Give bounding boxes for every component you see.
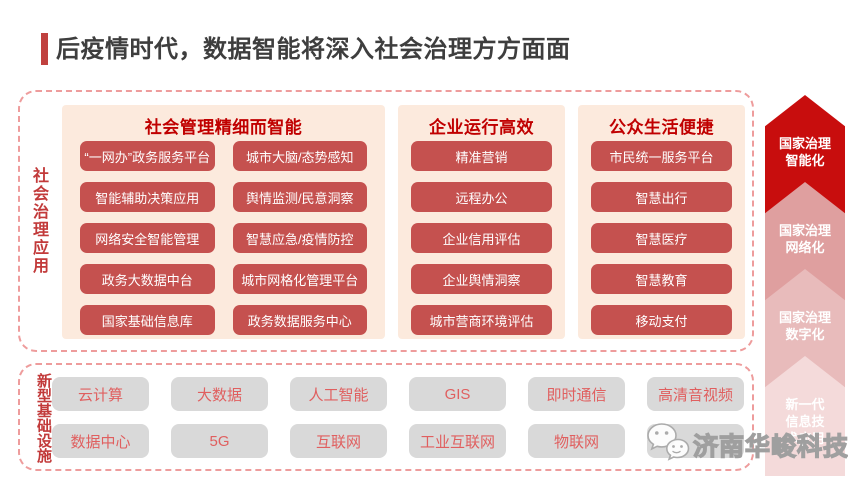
- app-item: 远程办公: [411, 182, 552, 212]
- chevron-label: 国家治理 网络化: [778, 223, 831, 255]
- title-accent-bar: [41, 33, 48, 65]
- app-item: 城市网格化管理平台: [232, 264, 367, 294]
- infrastructure-side-label: 新型基础设施: [35, 373, 52, 463]
- governance-goal-chevrons: 国家治理 智能化 国家治理 网络化 国家治理 数字化 新一代 信息技 术应用: [765, 0, 845, 480]
- watermark: 济南华峻科技: [643, 419, 848, 470]
- app-item: 企业信用评估: [411, 223, 552, 253]
- infra-item: 即时通信: [528, 377, 625, 411]
- wechat-icon: [643, 419, 693, 470]
- chevron-label: 国家治理 数字化: [778, 310, 831, 342]
- app-item: 企业舆情洞察: [411, 264, 552, 294]
- app-item: 智慧医疗: [591, 223, 732, 253]
- group-header-social-management: 社会管理精细而智能: [144, 118, 303, 137]
- infra-item: 5G: [171, 424, 268, 458]
- app-item: 城市营商环境评估: [411, 305, 552, 335]
- panel-public-life: 公众生活便捷 市民统一服务平台 智慧出行 智慧医疗 智慧教育 移动支付: [578, 105, 745, 339]
- infra-item: 大数据: [171, 377, 268, 411]
- app-item: “一网办”政务服务平台: [80, 141, 215, 171]
- app-item: 市民统一服务平台: [591, 141, 732, 171]
- app-item: 网络安全智能管理: [80, 223, 215, 253]
- app-item: 智慧教育: [591, 264, 732, 294]
- app-item: 政务数据服务中心: [232, 305, 367, 335]
- infra-item: 互联网: [290, 424, 387, 458]
- panel-enterprise-efficiency: 企业运行高效 精准营销 远程办公 企业信用评估 企业舆情洞察 城市营商环境评估: [398, 105, 565, 339]
- group-header-enterprise: 企业运行高效: [429, 118, 534, 137]
- infrastructure-buttons: 云计算 大数据 人工智能 GIS 即时通信 高清音视频 数据中心 5G 互联网 …: [52, 377, 744, 458]
- app-item: 智慧出行: [591, 182, 732, 212]
- panel-social-management: 社会管理精细而智能 “一网办”政务服务平台 城市大脑/态势感知 智能辅助决策应用…: [62, 105, 385, 339]
- infra-item: 物联网: [528, 424, 625, 458]
- app-item: 政务大数据中台: [80, 264, 215, 294]
- watermark-text: 济南华峻科技: [692, 432, 848, 461]
- app-item: 智能辅助决策应用: [80, 182, 215, 212]
- app-item: 城市大脑/态势感知: [232, 141, 367, 171]
- social-management-buttons: “一网办”政务服务平台 城市大脑/态势感知 智能辅助决策应用 舆情监测/民意洞察…: [62, 135, 385, 335]
- group-header-public-life: 公众生活便捷: [609, 118, 714, 137]
- app-item: 国家基础信息库: [80, 305, 215, 335]
- infra-item: GIS: [409, 377, 506, 411]
- chevron-label: 国家治理 智能化: [778, 136, 831, 168]
- chevron-label: 新一代 信息技 术应用: [785, 397, 825, 446]
- enterprise-buttons: 精准营销 远程办公 企业信用评估 企业舆情洞察 城市营商环境评估: [398, 135, 565, 335]
- app-item: 舆情监测/民意洞察: [232, 182, 367, 212]
- app-item: 移动支付: [591, 305, 732, 335]
- applications-side-label: 社会治理应用: [30, 167, 47, 275]
- infra-item: 高清音视频: [647, 377, 744, 411]
- app-item: 精准营销: [411, 141, 552, 171]
- page-title: 后疫情时代，数据智能将深入社会治理方方面面: [56, 36, 571, 63]
- infra-item: 云计算: [52, 377, 149, 411]
- infra-item: 数据中心: [52, 424, 149, 458]
- app-item: 智慧应急/疫情防控: [232, 223, 367, 253]
- infra-item: 工业互联网: [409, 424, 506, 458]
- infra-item: 人工智能: [290, 377, 387, 411]
- public-life-buttons: 市民统一服务平台 智慧出行 智慧医疗 智慧教育 移动支付: [578, 135, 745, 335]
